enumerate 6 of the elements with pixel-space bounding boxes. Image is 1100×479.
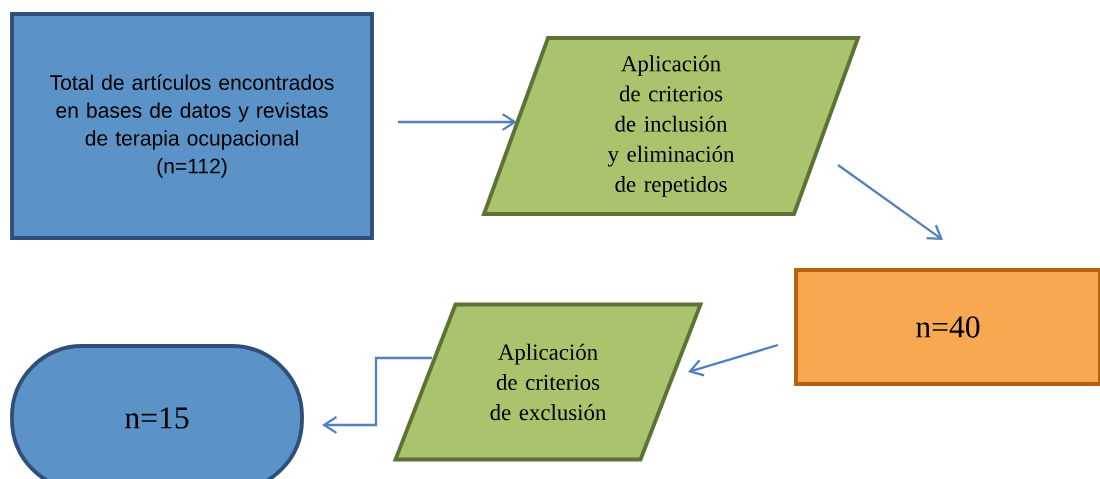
process-box: Total de artículos encontrados en bases de datos y revistas de terapia ocupacional (n=112) xyxy=(10,12,374,240)
arrow xyxy=(688,343,779,377)
arrow xyxy=(837,164,943,240)
arrow xyxy=(398,113,517,131)
arrow xyxy=(322,356,432,434)
process-box: n=40 xyxy=(794,268,1100,386)
